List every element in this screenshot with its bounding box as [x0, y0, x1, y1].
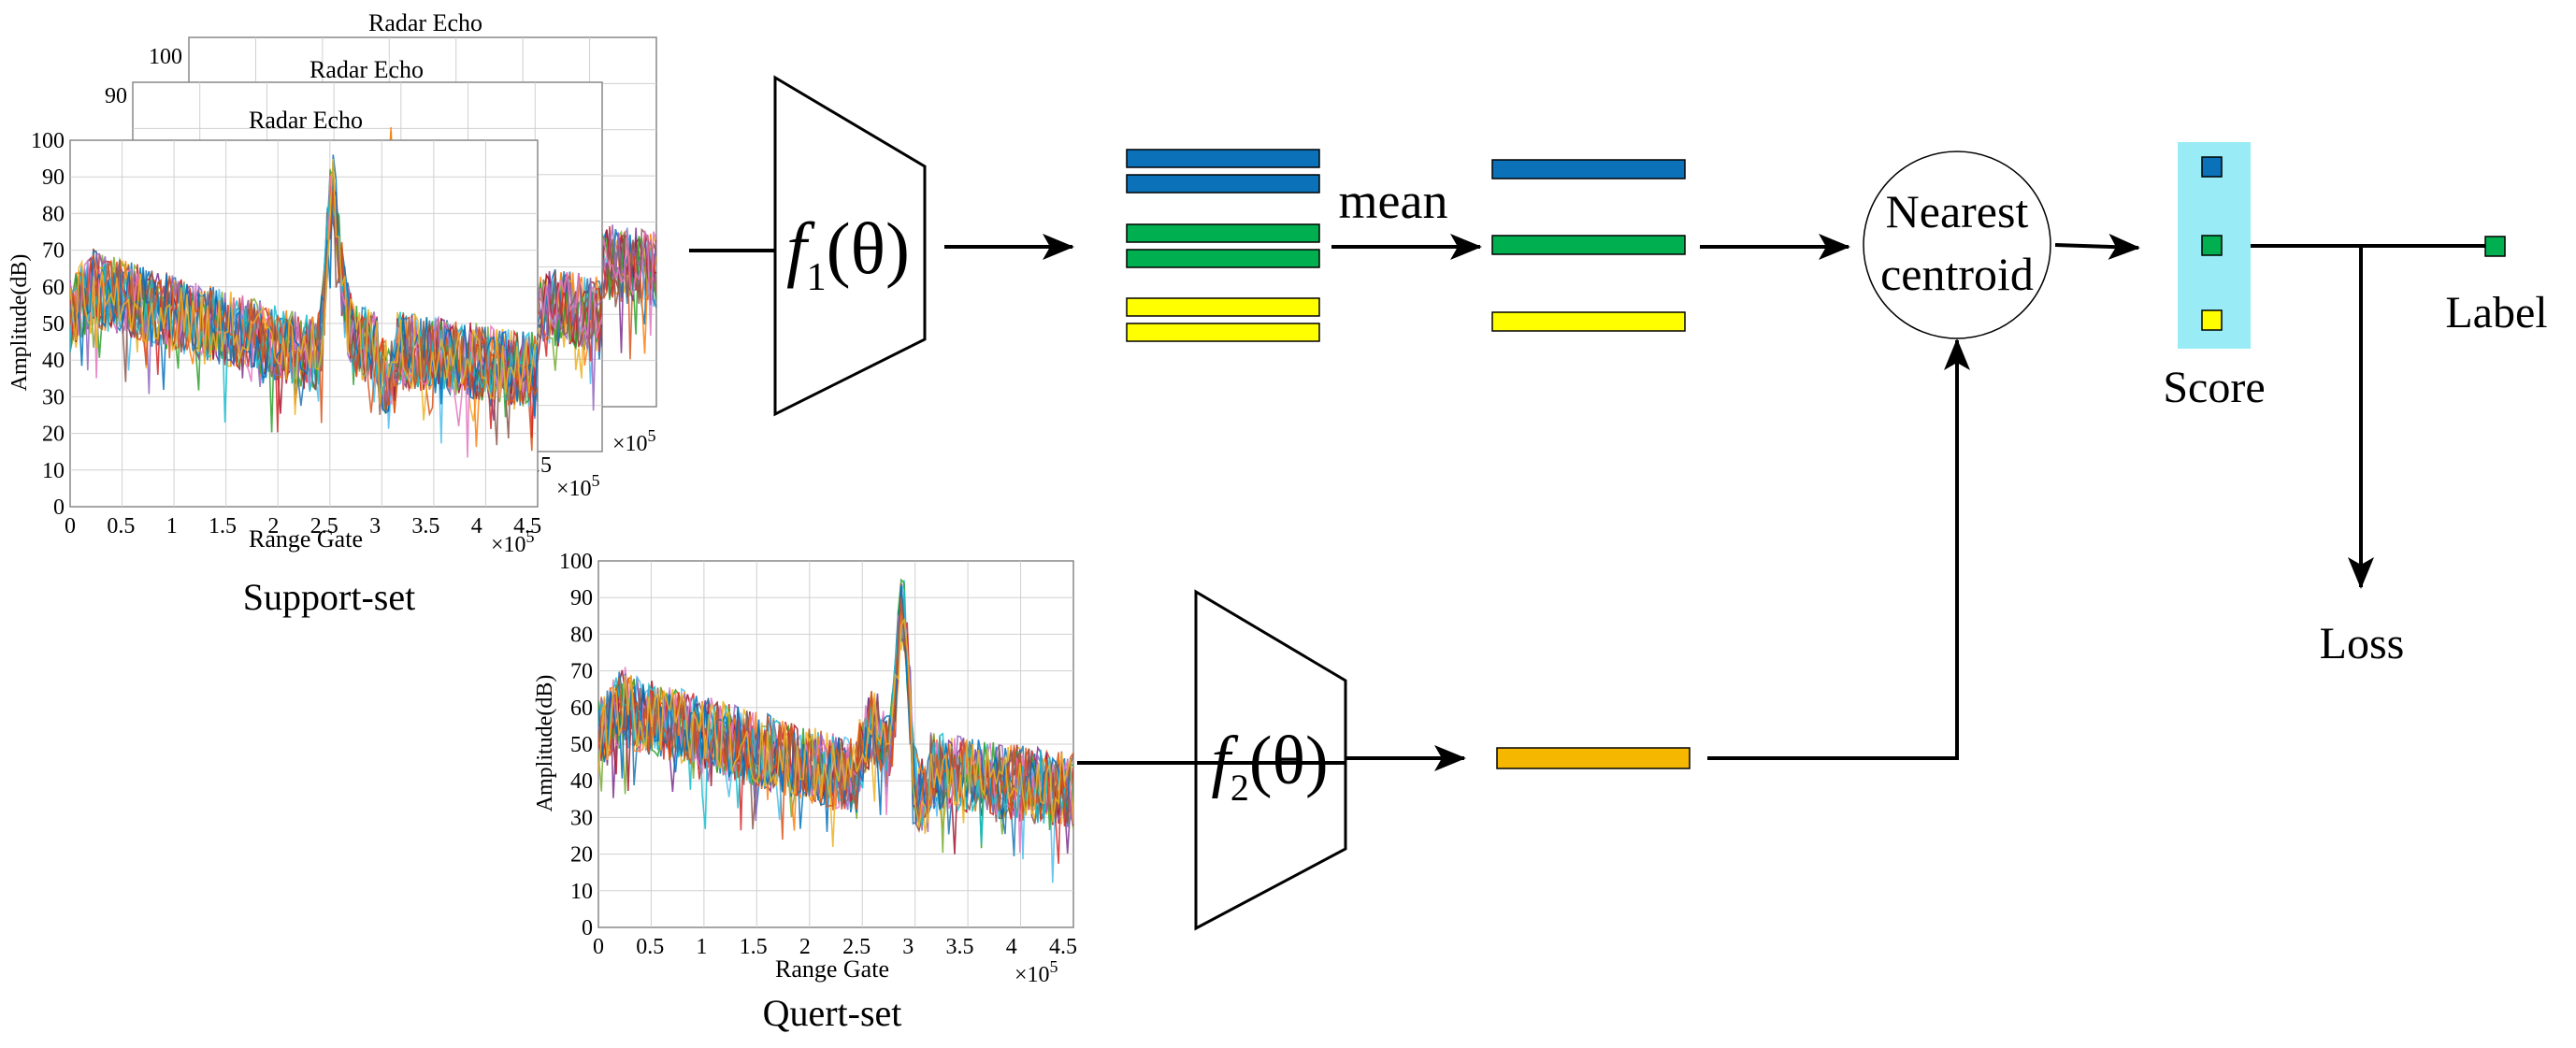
score-label: Score	[2163, 363, 2265, 412]
x-axis-ticks: 0 0.5 1 1.5 2 2.5 3 3.5 4 4.5	[65, 514, 541, 538]
x-axis-ticks: 0 0.5 1 1.5 2 2.5 3 3.5 4 4.5	[593, 935, 1077, 959]
nearest-centroid-line1: Nearest	[1886, 185, 2029, 237]
x-tick-label: 2	[267, 514, 279, 538]
label-text: Label	[2445, 288, 2547, 337]
score-square-green	[2201, 235, 2223, 256]
support-set-caption: Support-set	[243, 576, 415, 618]
y-tick-label: 100	[31, 129, 65, 153]
y-tick-label: 90	[570, 586, 593, 610]
arrow-to-score	[2054, 233, 2140, 260]
support-features	[1126, 149, 1320, 342]
y-axis-label: Amplitude(dB)	[7, 254, 32, 392]
plot-title: Radar Echo	[309, 56, 424, 83]
x-axis-label: Range Gate	[775, 955, 889, 983]
y-tick-label: 10	[42, 459, 65, 483]
y-tick-label: 90	[105, 84, 127, 108]
x-tick-label: 3.5	[411, 514, 439, 538]
support-plot-front: Radar Echo 0 10 20 30 40 50 60 70 80 90 100 0 0.5 1 1…	[7, 107, 541, 557]
y-tick-label: 80	[570, 623, 593, 647]
y-tick-label: 90	[42, 165, 65, 190]
feature-bar-yellow	[1126, 297, 1320, 317]
x-scale-label: ×105	[1015, 957, 1058, 987]
y-axis-label: Amplitude(dB)	[533, 675, 557, 812]
encoder-f2: f2(θ)	[1194, 589, 1347, 931]
score-square-yellow	[2201, 309, 2223, 331]
mean-label: mean	[1339, 173, 1448, 229]
nearest-centroid-node: Nearest centroid	[1863, 151, 2051, 339]
y-axis-ticks: 0 10 20 30 40 50 60 70 80 90 100	[31, 129, 65, 520]
encoder-f1-label: f1(θ)	[786, 208, 910, 299]
x-tick-label: 4.5	[513, 514, 541, 538]
y-tick-label: 10	[570, 880, 593, 904]
y-tick-label: 60	[42, 276, 65, 300]
feature-bar-blue	[1126, 174, 1320, 194]
label-square	[2484, 236, 2506, 257]
y-tick-label: 20	[42, 423, 65, 447]
x-tick-label: 0.5	[107, 514, 135, 538]
query-plot: 0 10 20 30 40 50 60 70 80 90 100 0 0.5 1 1.5 2 2.5 3 3.5 4…	[533, 550, 1077, 987]
y-tick-label: 70	[42, 239, 65, 264]
x-tick-label: 3	[369, 514, 381, 538]
feature-bar-green	[1126, 249, 1320, 268]
plot-title: Radar Echo	[249, 107, 363, 134]
echo-curves	[598, 578, 1073, 883]
x-tick-label: 2.5	[842, 935, 871, 959]
y-tick-label: 50	[570, 733, 593, 757]
y-tick-label: 60	[570, 696, 593, 721]
x-scale-label: ×105	[556, 471, 600, 501]
y-tick-label: 30	[42, 385, 65, 409]
feature-bar-blue	[1126, 149, 1320, 168]
x-tick-label: 1	[696, 935, 707, 959]
x-tick-label: 2.5	[310, 514, 338, 538]
plot-grid	[598, 561, 1073, 927]
y-tick-label: 70	[570, 660, 593, 684]
y-tick-label: 40	[570, 769, 593, 794]
y-tick-label: 20	[570, 843, 593, 868]
y-axis-ticks: 0 10 20 30 40 50 60 70 80 90 100	[559, 550, 593, 940]
score-column: Score	[2163, 142, 2266, 412]
query-set-caption: Quert-set	[763, 992, 902, 1034]
y-tick-label: 0	[582, 916, 593, 940]
feature-bar-yellow	[1126, 323, 1320, 342]
x-tick-label: 4.5	[1049, 935, 1077, 959]
score-square-blue	[2201, 156, 2223, 178]
x-axis-label: Range Gate	[249, 525, 363, 553]
connectors	[689, 233, 2485, 771]
x-tick-label: 0.5	[636, 935, 664, 959]
x-tick-label: 4	[1006, 935, 1017, 959]
x-tick-label: 0	[65, 514, 76, 538]
echo-curves	[70, 154, 538, 458]
prototype-bar-green	[1491, 235, 1686, 255]
y-tick-label: 40	[42, 349, 65, 373]
x-tick-label: 1.5	[209, 514, 237, 538]
x-tick-label: 1.5	[740, 935, 768, 959]
x-tick-label: 3.5	[946, 935, 974, 959]
encoder-f1: f1(θ)	[773, 75, 927, 417]
arrow-query-feature-to-centroid	[1707, 338, 1970, 760]
prototype-bar-blue	[1491, 159, 1686, 179]
y-tick-label: 100	[149, 45, 182, 69]
prototype-features	[1491, 159, 1686, 332]
x-tick-label: 0	[593, 935, 604, 959]
feature-bar-green	[1126, 223, 1320, 243]
query-feature-bar	[1496, 747, 1691, 769]
y-tick-label: 100	[559, 550, 593, 574]
y-tick-label: 80	[42, 202, 65, 226]
y-tick-label: 0	[53, 495, 65, 520]
x-scale-label: ×105	[491, 527, 535, 557]
x-tick-label: 4	[471, 514, 482, 538]
plot-title: Radar Echo	[368, 9, 482, 36]
x-tick-label: 1	[166, 514, 178, 538]
y-tick-label: 30	[570, 806, 593, 830]
x-scale-label: ×105	[612, 426, 656, 456]
y-tick-label: 50	[42, 312, 65, 337]
x-tick-label: 2	[799, 935, 811, 959]
encoder-f2-label: f2(θ)	[1211, 723, 1328, 809]
x-tick-label: 3	[902, 935, 914, 959]
nearest-centroid-line2: centroid	[1880, 248, 2034, 300]
prototype-bar-yellow	[1491, 311, 1686, 332]
loss-label: Loss	[2320, 619, 2405, 668]
